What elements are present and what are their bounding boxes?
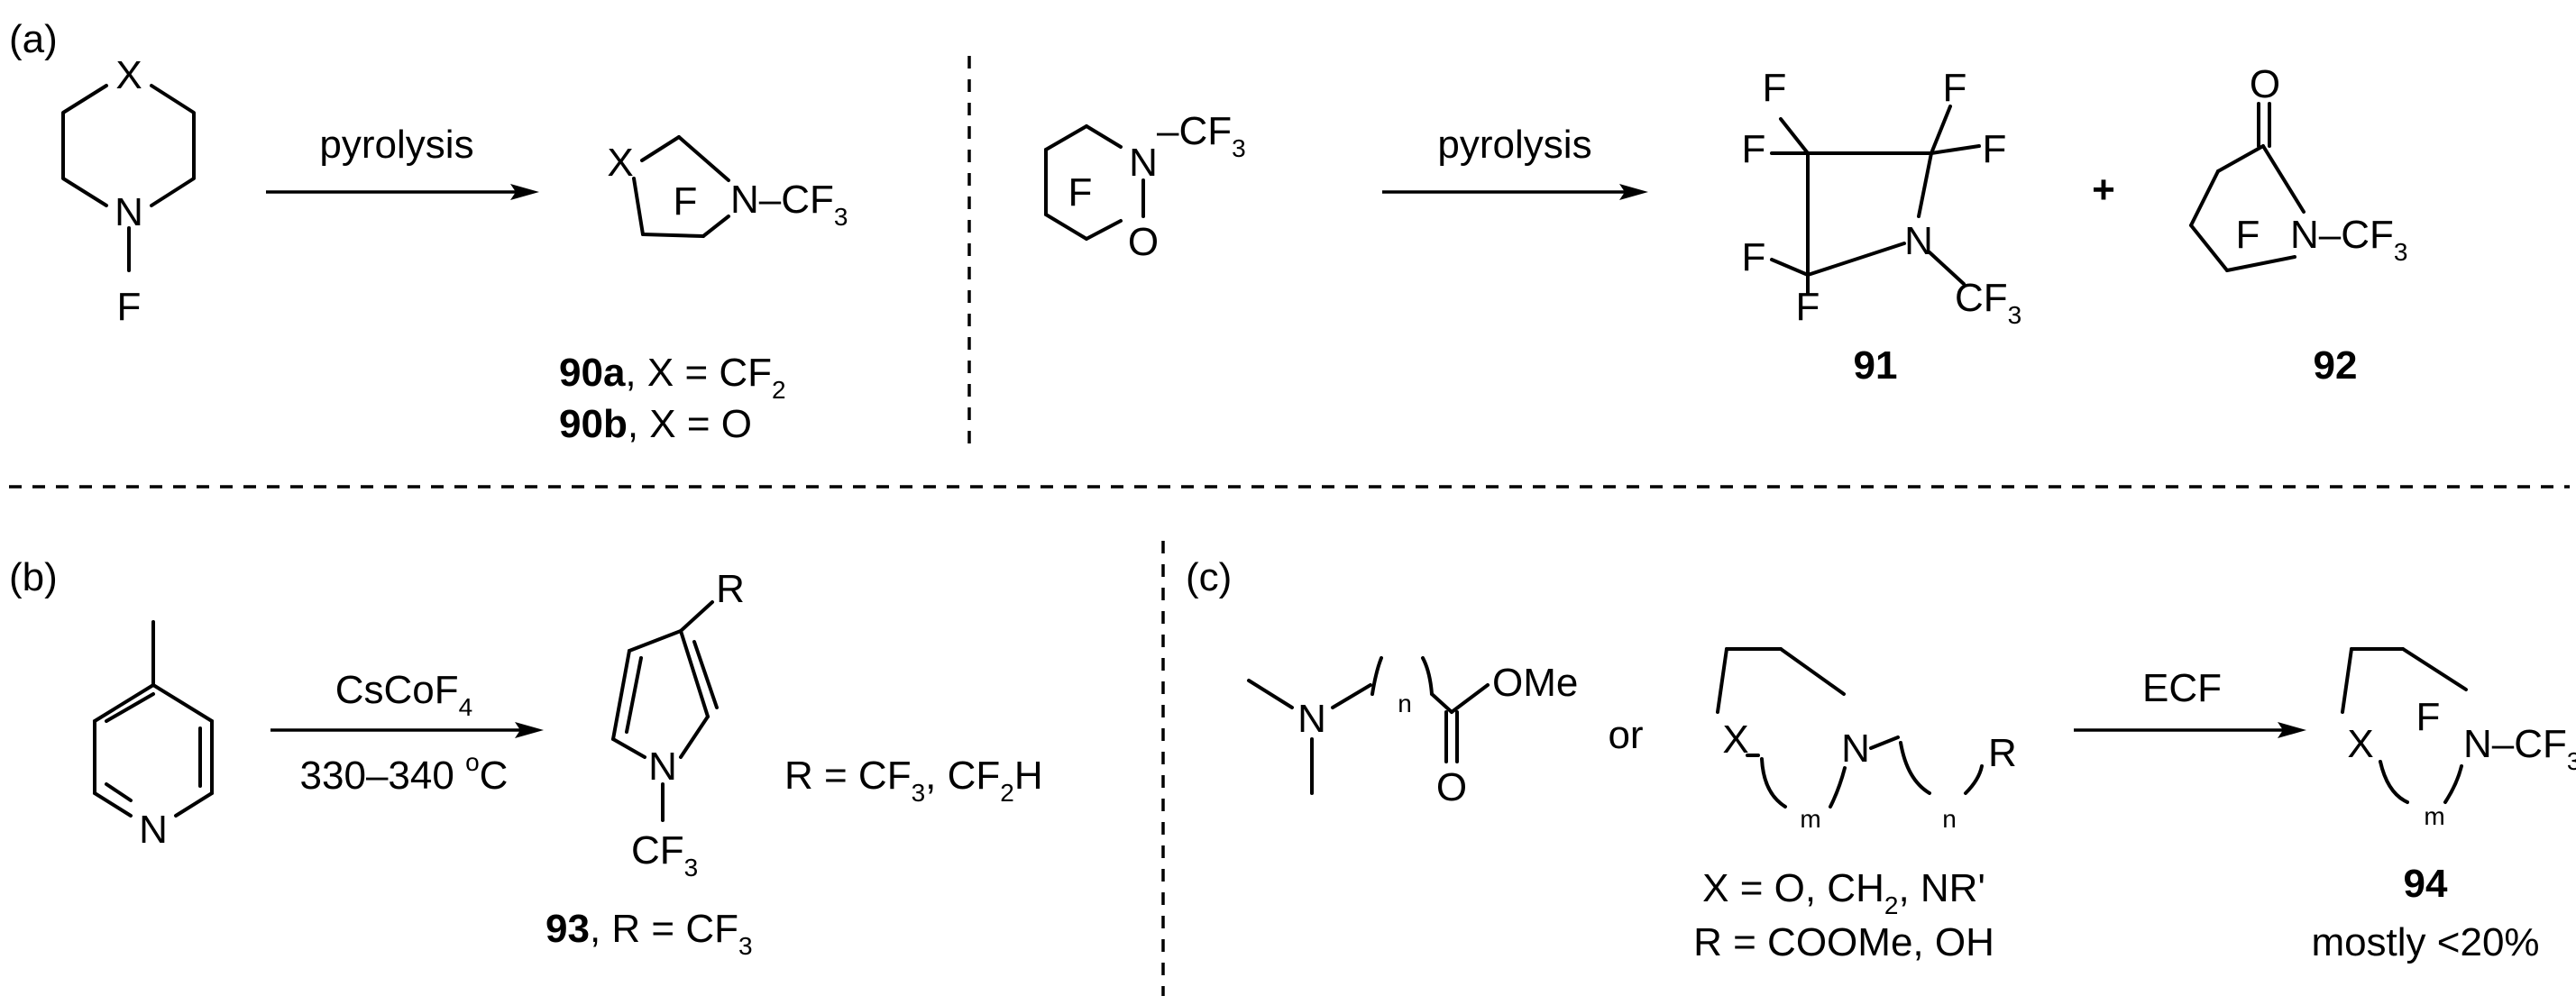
compound-label-91: 91 [1854,343,1898,388]
atom-f: F [1068,170,1093,215]
arrow-label-temperature: 330–340 oC [300,748,509,798]
compound-n-cf3-oxazinane: N –CF3 F O [1044,109,1246,264]
compound-93: R N CF3 [611,567,745,882]
atom-n: N [1841,726,1870,771]
atom-n: N [115,190,143,234]
plus-sign: + [2092,168,2115,212]
arrow-label-pyrolysis: pyrolysis [319,123,473,167]
atom-n: N [1904,219,1933,263]
panel-a-label: (a) [9,17,58,61]
caption-90b: 90b, X = O [559,402,752,446]
index-n: n [1398,690,1412,717]
or-text: or [1608,713,1643,757]
arrow-label-ecf: ECF [2142,666,2222,710]
compound-label-94: 94 [2404,862,2448,906]
arrow-label-reagent: CsCoF4 [335,668,472,721]
r-definition: R = COOMe, OH [1693,920,1994,964]
atom-f: F [1763,66,1787,110]
compound-94: X F N–CF3 m [2341,647,2576,830]
group-cf3: CF3 [631,828,698,882]
atom-n: N [139,808,168,852]
atom-o: O [1436,765,1467,809]
atom-f: F [1796,285,1820,329]
compound-cyclic-amine: X N R m n [1716,647,2017,833]
atom-f: F [1742,127,1766,171]
reaction-arrow-pyrolysis-2: pyrolysis [1382,123,1648,200]
index-m: m [2424,802,2444,830]
group-cf3: –CF3 [1157,109,1246,162]
atom-x: X [1722,717,1748,762]
reaction-arrow-pyrolysis-1: pyrolysis [266,123,539,200]
atom-r: R [716,567,745,611]
atom-f: F [1943,66,1967,110]
caption-90a: 90a, X = CF2 [559,351,786,404]
atom-f: F [1742,235,1766,279]
x-definition: X = O, CH2, NR' [1702,866,1985,919]
atom-f: F [2236,213,2260,257]
atom-n: N [1129,141,1158,185]
group-n-cf3: N–CF3 [730,178,848,231]
compound-4-methylpyridine: N [93,620,214,852]
compound-label-92: 92 [2314,343,2358,388]
index-m: m [1800,805,1820,833]
group-n-cf3: N–CF3 [2463,722,2576,775]
compound-n-fluoro-heterocycle: X N F [61,53,196,329]
group-cf3: CF3 [1955,276,2021,329]
atom-o: O [2250,62,2280,106]
compound-91: F F F F F F N CF3 [1742,66,2022,329]
yield-note: mostly <20% [2311,920,2539,964]
atom-f: F [2416,695,2441,739]
panel-b-label: (b) [9,555,58,599]
atom-f: F [1983,127,2007,171]
index-n: n [1942,805,1957,833]
atom-n: N [1297,697,1326,741]
group-ome: OMe [1492,661,1578,705]
arrow-label-pyrolysis: pyrolysis [1437,123,1591,167]
compound-amino-ester: N n OMe O [1247,656,1578,809]
group-n-cf3: N–CF3 [2290,213,2407,266]
atom-x: X [115,53,142,97]
atom-x: X [607,141,633,185]
reaction-arrow-cscof4: CsCoF4 330–340 oC [270,668,544,798]
atom-n: N [648,745,677,789]
atom-f: F [117,285,142,329]
atom-o: O [1128,220,1159,264]
caption-93: 93, R = CF3 [545,907,753,960]
panel-c-label: (c) [1186,555,1232,599]
compound-90: X F N–CF3 [607,135,848,238]
atom-f: F [674,179,698,224]
reaction-arrow-ecf: ECF [2074,666,2306,738]
r-definition: R = CF3, CF2H [784,754,1043,807]
atom-x: X [2347,722,2373,766]
atom-r: R [1988,731,2017,775]
compound-92: O F N–CF3 [2189,62,2407,272]
